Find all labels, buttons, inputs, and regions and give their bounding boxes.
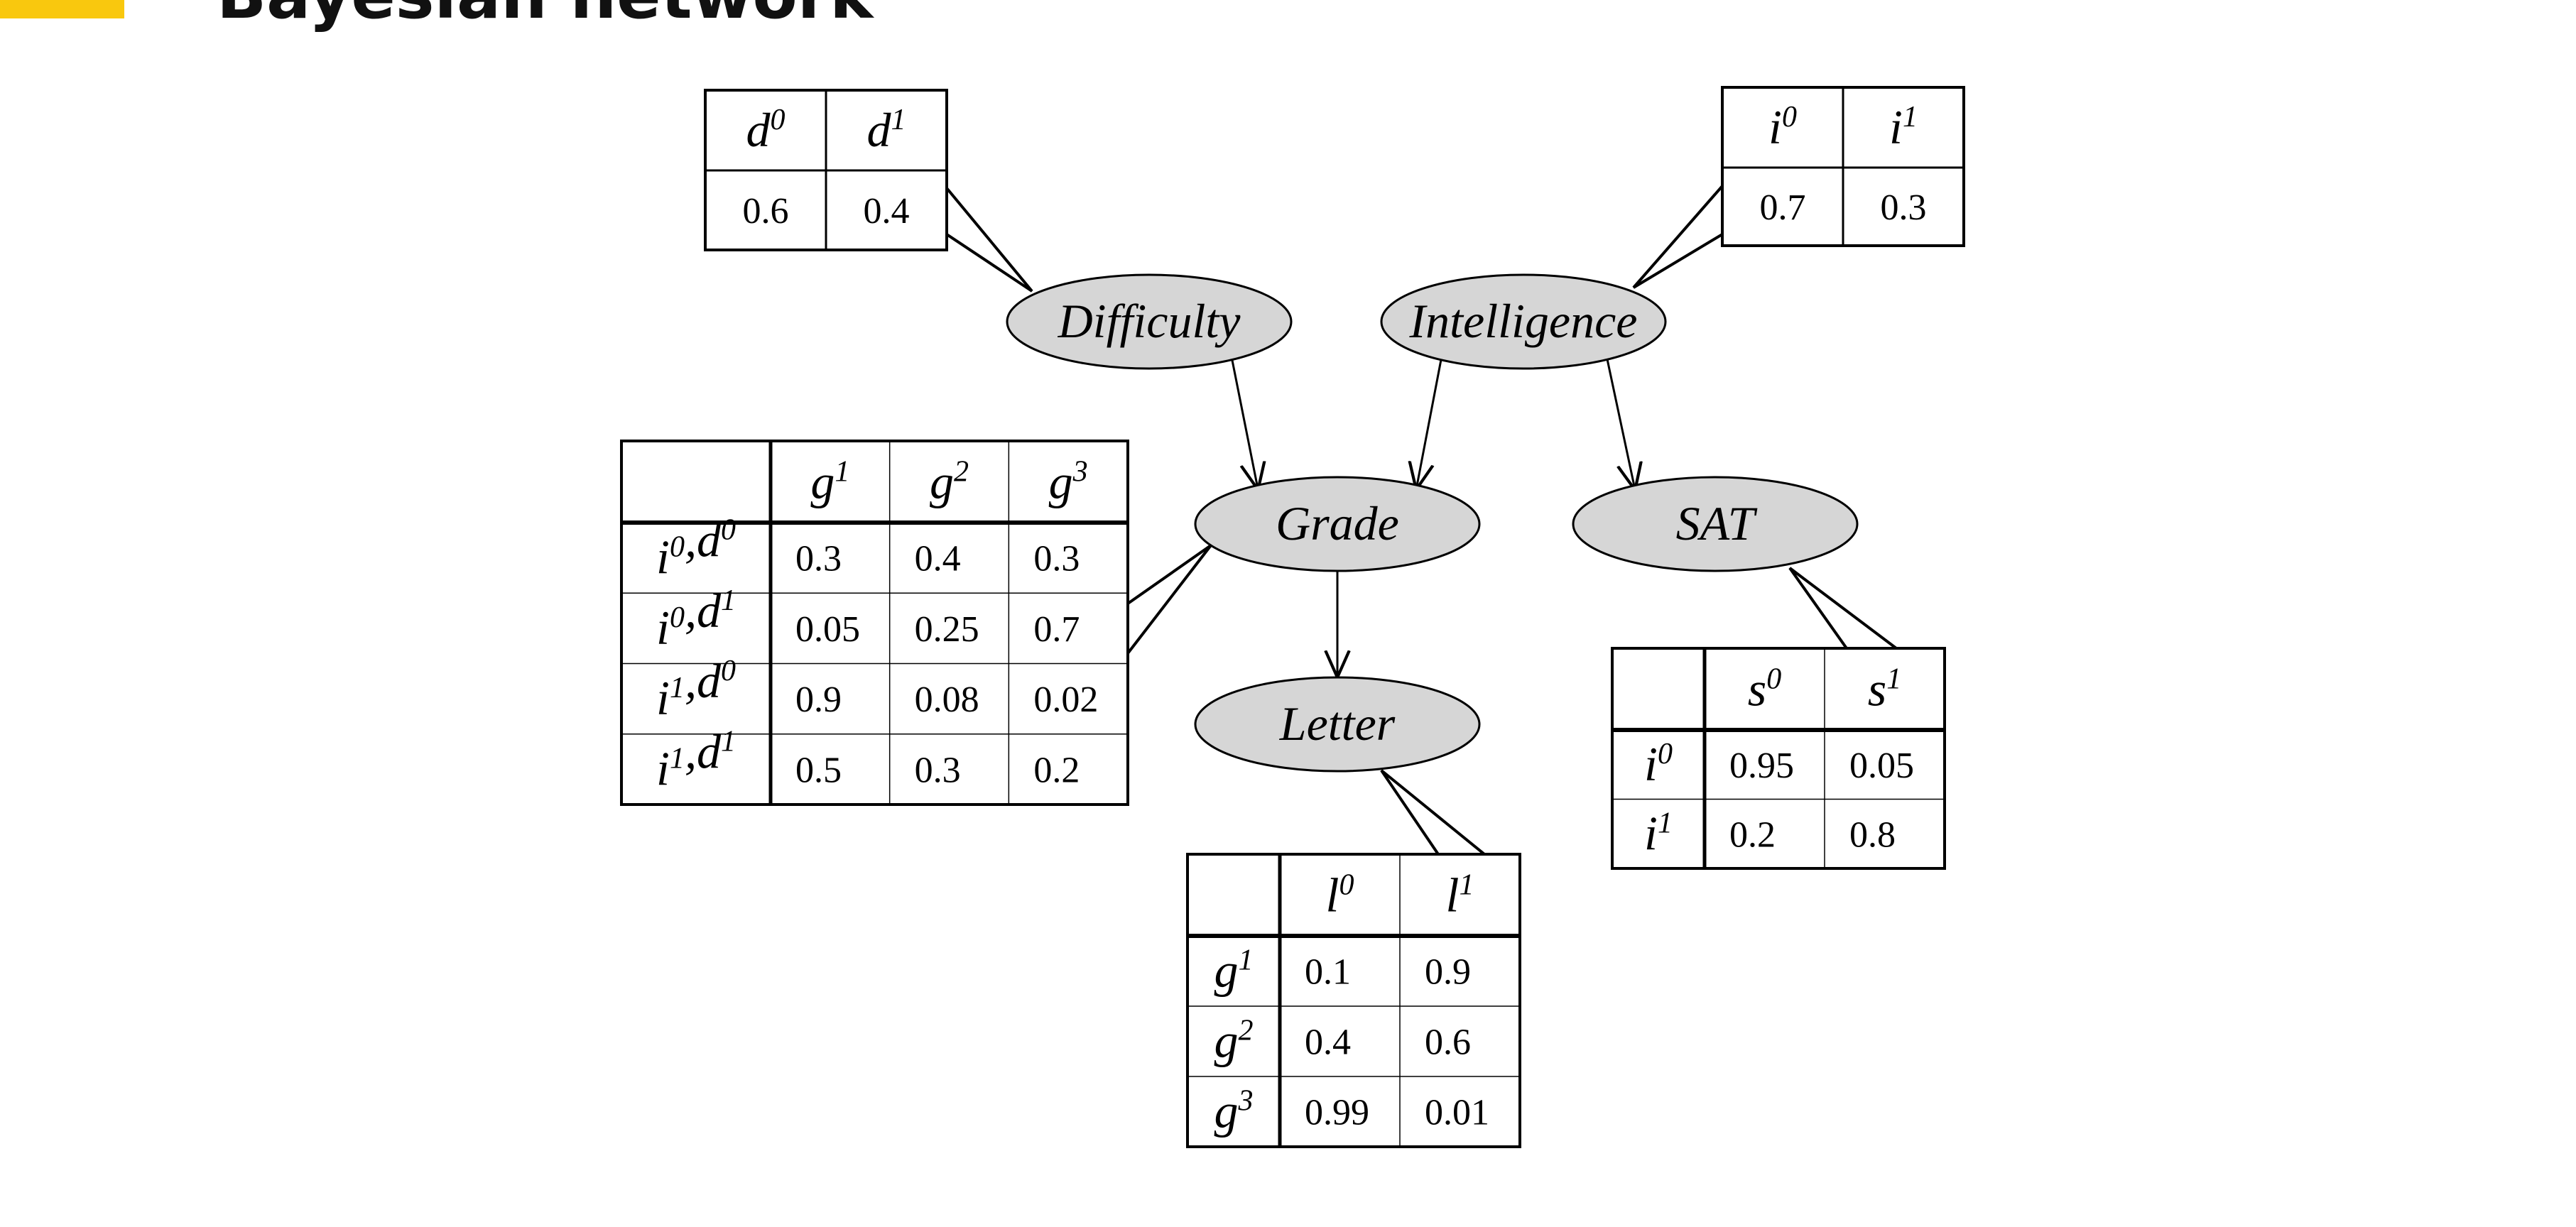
table-cell: 0.02 (1033, 680, 1098, 720)
table-cell: 0.3 (915, 750, 961, 790)
table-border (1611, 647, 1946, 870)
row-label: g1 (1214, 944, 1254, 998)
table-cell: 0.4 (1305, 1022, 1351, 1063)
table-cell: 0.3 (795, 539, 842, 579)
intelligence-cpt-table: i0 i1 0.7 0.3 (1721, 86, 1965, 247)
column-header-d0: d0 (746, 103, 786, 157)
column-header-l1: l1 (1446, 868, 1474, 922)
table-cell: 0.6 (1425, 1022, 1471, 1063)
page-title: Bayesian network (217, 0, 873, 33)
row-label: i1 (1644, 806, 1673, 860)
grade-cpt-table: g1 g2 g3 i0,d0 0.3 0.4 0.3 i0,d1 0.05 0.25 0.7 i1,d… (620, 440, 1129, 806)
node-label: Grade (1276, 496, 1399, 550)
node-label: Letter (1279, 697, 1396, 751)
column-header-s1: s1 (1868, 662, 1901, 716)
node-ellipse (1006, 273, 1293, 370)
table-cell: 0.99 (1305, 1093, 1369, 1133)
column-header-d1: d1 (867, 103, 906, 157)
row-label: i0 (1644, 737, 1673, 791)
table-cell: 0.9 (1425, 952, 1471, 993)
difficulty-cpt-callout (945, 184, 1033, 293)
edge-intelligence-sat (1605, 355, 1635, 490)
node-grade: Grade (1194, 476, 1481, 572)
table-cell: 0.3 (1881, 187, 1927, 228)
column-header-i1: i1 (1889, 100, 1918, 154)
row-label: i0,d1 (656, 584, 736, 655)
grade-cpt-callout (1126, 544, 1212, 658)
column-header-g3: g3 (1049, 455, 1088, 509)
column-header-i0: i0 (1768, 100, 1797, 154)
header-accent-bar (0, 0, 124, 18)
edge-difficulty-grade (1230, 356, 1259, 489)
node-ellipse (1572, 476, 1859, 572)
row-label: i0,d0 (656, 513, 736, 584)
node-difficulty: Difficulty (1006, 273, 1293, 370)
row-label: i1,d1 (656, 724, 736, 795)
node-intelligence: Intelligence (1380, 273, 1667, 370)
column-header-g1: g1 (810, 455, 849, 509)
row-label: i1,d0 (656, 654, 736, 725)
column-header-g2: g2 (930, 455, 969, 509)
sat-cpt-table: s0 s1 i0 0.95 0.05 i1 0.2 0.8 (1611, 647, 1946, 870)
column-header-s0: s0 (1748, 662, 1781, 716)
column-header-l0: l0 (1326, 868, 1354, 922)
node-ellipse (1194, 476, 1481, 572)
node-sat: SAT (1572, 476, 1859, 572)
table-cell: 0.6 (743, 191, 789, 231)
sat-cpt-callout (1788, 567, 1901, 650)
table-cell: 0.95 (1729, 746, 1794, 786)
node-label: SAT (1676, 496, 1758, 550)
letter-cpt-callout (1380, 769, 1489, 856)
table-cell: 0.4 (864, 191, 910, 231)
table-cell: 0.5 (795, 750, 842, 790)
letter-cpt-table: l0 l1 g1 0.1 0.9 g2 0.4 0.6 g3 0.99 0.01 (1186, 853, 1521, 1148)
edge-intelligence-grade (1416, 356, 1443, 490)
node-ellipse (1380, 273, 1667, 370)
table-border (620, 440, 1129, 806)
row-label: g2 (1214, 1014, 1254, 1068)
difficulty-cpt-table: d0 d1 0.6 0.4 (704, 89, 948, 251)
table-cell: 0.8 (1849, 814, 1896, 855)
table-cell: 0.4 (915, 539, 961, 579)
table-cell: 0.05 (795, 609, 860, 650)
node-ellipse (1194, 676, 1481, 773)
node-label: Intelligence (1409, 294, 1638, 348)
table-cell: 0.9 (795, 680, 842, 720)
table-cell: 0.2 (1729, 814, 1776, 855)
table-border (1186, 853, 1521, 1148)
table-cell: 0.25 (915, 609, 979, 650)
table-cell: 0.2 (1033, 750, 1080, 790)
table-cell: 0.7 (1760, 187, 1806, 228)
table-cell: 0.05 (1849, 746, 1914, 786)
node-letter: Letter (1194, 676, 1481, 773)
table-cell: 0.08 (915, 680, 979, 720)
row-label: g3 (1214, 1084, 1254, 1138)
node-label: Difficulty (1058, 294, 1241, 348)
table-cell: 0.3 (1033, 539, 1080, 579)
table-cell: 0.7 (1033, 609, 1080, 650)
table-cell: 0.01 (1425, 1093, 1489, 1133)
table-cell: 0.1 (1305, 952, 1351, 993)
intelligence-cpt-callout (1632, 182, 1724, 289)
